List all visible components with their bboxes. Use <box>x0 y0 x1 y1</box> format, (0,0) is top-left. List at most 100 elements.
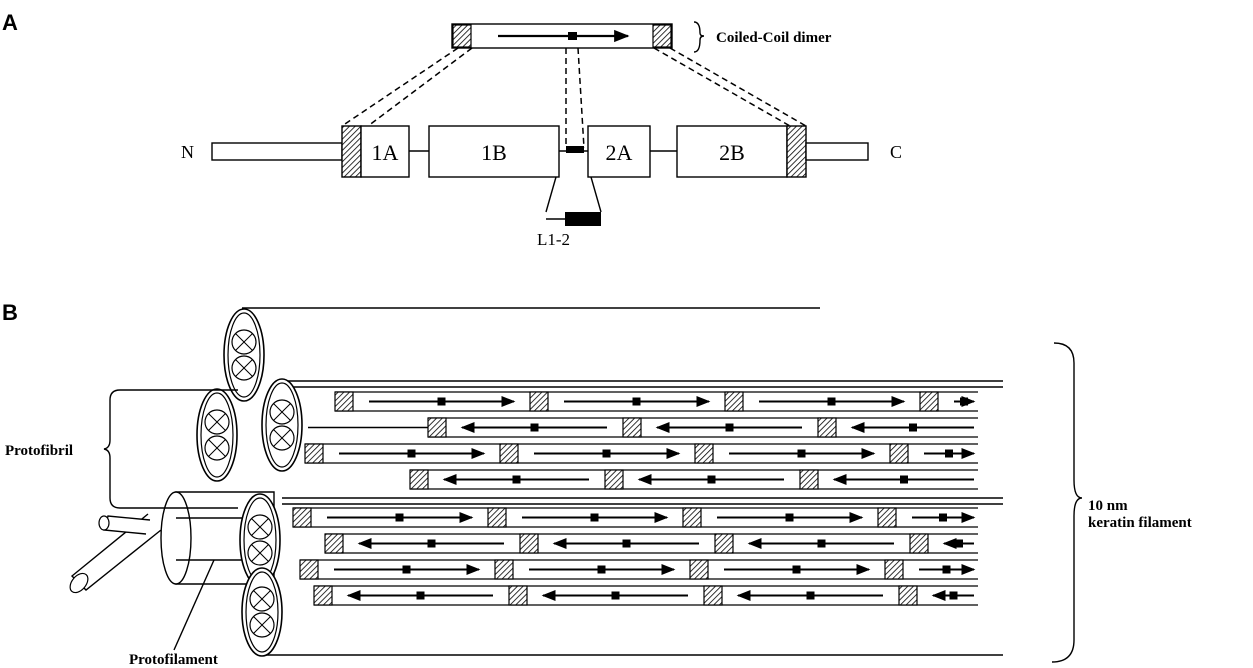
segment-2b-label: 2B <box>719 140 745 165</box>
linker-marker <box>403 566 411 574</box>
linker-marker <box>900 476 908 484</box>
linker-marker <box>568 32 577 40</box>
c-terminus-label: C <box>890 142 902 162</box>
linker-marker <box>591 514 599 522</box>
linker-zoom-right <box>591 177 601 212</box>
segment-1a-label: 1A <box>372 140 399 165</box>
hatched-segment <box>325 534 343 553</box>
hatched-segment <box>725 392 743 411</box>
hatched-region-start <box>342 126 361 177</box>
filament-brace <box>1052 343 1082 662</box>
linker-marker <box>945 450 953 458</box>
linker-marker <box>960 398 968 406</box>
protofibril-ends <box>197 309 302 656</box>
hatched-segment <box>800 470 818 489</box>
linker-marker <box>726 424 734 432</box>
hatched-segment <box>410 470 428 489</box>
panel-b-letter: B <box>2 300 18 325</box>
protofilament-label: Protofilament <box>129 652 218 668</box>
linker-marker <box>798 450 806 458</box>
panel-a-letter: A <box>2 10 18 35</box>
linker-marker <box>818 540 826 548</box>
hatched-end-right <box>653 25 671 47</box>
protofibril-label: Protofibril <box>5 443 73 459</box>
hatched-segment <box>605 470 623 489</box>
linker-zoom-left <box>546 177 556 212</box>
segment-2a-label: 2A <box>606 140 633 165</box>
coiled-coil-dimer-label: Coiled-Coil dimer <box>716 30 832 46</box>
hatched-segment <box>899 586 917 605</box>
linker-marker <box>943 566 951 574</box>
hatched-segment <box>683 508 701 527</box>
protofibril-end <box>224 309 264 401</box>
hatched-segment <box>878 508 896 527</box>
linker-marker <box>623 540 631 548</box>
hatched-segment <box>335 392 353 411</box>
hatched-segment <box>488 508 506 527</box>
dimer-row <box>308 418 978 437</box>
filament-label-line2: keratin filament <box>1088 515 1192 531</box>
linker-marker <box>612 592 620 600</box>
linker-marker <box>396 514 404 522</box>
dimer-row <box>300 560 978 579</box>
hatched-end-left <box>453 25 471 47</box>
linker-marker <box>417 592 425 600</box>
linker-marker <box>786 514 794 522</box>
linker-marker <box>708 476 716 484</box>
linker-marker <box>408 450 416 458</box>
linker-l12-small <box>566 146 584 153</box>
segment-1b-label: 1B <box>481 140 507 165</box>
hatched-segment <box>920 392 938 411</box>
linker-marker <box>950 592 958 600</box>
keratin-domain-map: N 1A 1B 2A 2B C L1-2 <box>181 126 902 249</box>
linker-marker <box>438 398 446 406</box>
protofibril-end <box>197 389 237 481</box>
hatched-region-end <box>787 126 806 177</box>
linker-marker <box>793 566 801 574</box>
linker-marker <box>807 592 815 600</box>
linker-marker <box>909 424 917 432</box>
linker-marker <box>531 424 539 432</box>
linker-marker <box>828 398 836 406</box>
dimer-brace <box>694 22 704 52</box>
hatched-segment <box>690 560 708 579</box>
hatched-segment <box>530 392 548 411</box>
linker-l12-expanded <box>565 212 601 226</box>
dimer-row <box>325 534 978 553</box>
hatched-segment <box>500 444 518 463</box>
filament-label-line1: 10 nm <box>1088 498 1128 514</box>
hatched-segment <box>293 508 311 527</box>
hatched-segment <box>695 444 713 463</box>
hatched-segment <box>910 534 928 553</box>
protofibril-end <box>262 379 302 471</box>
hatched-segment <box>509 586 527 605</box>
hatched-segment <box>428 418 446 437</box>
n-terminal-head <box>212 143 342 160</box>
linker-marker <box>955 540 963 548</box>
linker-marker <box>428 540 436 548</box>
hatched-segment <box>885 560 903 579</box>
dimer-row <box>335 392 978 411</box>
c-terminal-tail <box>806 143 868 160</box>
dimer-row <box>293 508 978 527</box>
linker-marker <box>633 398 641 406</box>
dimer-row <box>314 586 978 605</box>
linker-label: L1-2 <box>537 230 570 249</box>
dimer-row <box>410 470 978 489</box>
hatched-segment <box>314 586 332 605</box>
linker-marker <box>513 476 521 484</box>
hatched-segment <box>704 586 722 605</box>
hatched-segment <box>520 534 538 553</box>
hatched-segment <box>890 444 908 463</box>
linker-marker <box>598 566 606 574</box>
hatched-segment <box>305 444 323 463</box>
hatched-segment <box>623 418 641 437</box>
coiled-coil-dimer <box>452 24 672 48</box>
hatched-segment <box>818 418 836 437</box>
n-terminus-label: N <box>181 142 194 162</box>
linker-marker <box>939 514 947 522</box>
hatched-segment <box>715 534 733 553</box>
keratin-filament-drawing: Protofibril Protofilament 10 nm keratin … <box>5 308 1192 668</box>
protofibril-end <box>242 568 282 656</box>
